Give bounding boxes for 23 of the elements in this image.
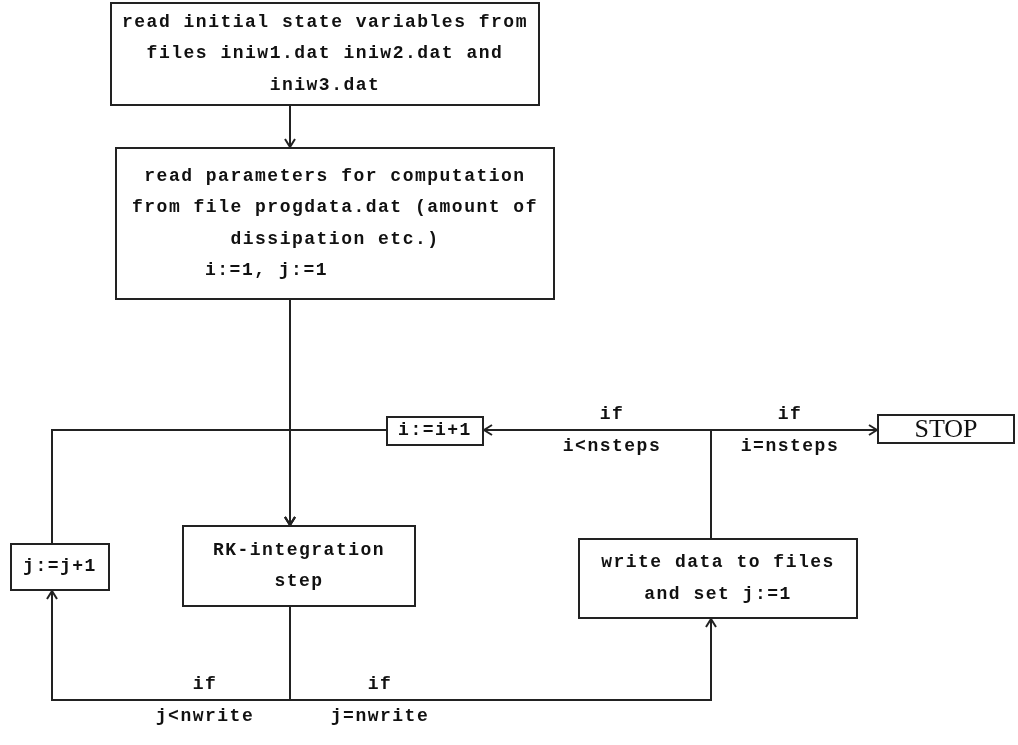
node-text: i:=i+1 — [398, 419, 472, 443]
node-text: read initial state variables from files iniw1.dat iniw2.dat and iniw3.dat — [121, 10, 529, 97]
edge-label: if i<nsteps — [561, 403, 663, 458]
arrow — [710, 424, 878, 539]
process-box — [578, 538, 858, 619]
node-text: write data to files and set j:=1 — [600, 551, 836, 606]
edge-label: if j=nwrite — [329, 673, 431, 728]
edge-label: if i=nsteps — [739, 403, 841, 458]
process-box — [182, 525, 416, 607]
terminal-box — [877, 414, 1015, 444]
arrow — [46, 590, 291, 701]
node-text: RK-integration step — [211, 538, 387, 593]
process-box — [110, 2, 540, 106]
edge-label: if j<nwrite — [154, 673, 256, 728]
arrow — [284, 105, 296, 148]
arrow — [51, 429, 296, 544]
node-text: j:=j+1 — [23, 555, 97, 579]
process-box — [10, 543, 110, 591]
process-box — [386, 416, 484, 446]
node-text: i:=1, j:=1 — [205, 259, 329, 282]
process-box — [115, 147, 555, 300]
node-text: read parameters for computation from file progdata.dat (amount of dissipation etc.) — [131, 164, 539, 251]
node-text: STOP — [914, 414, 978, 444]
